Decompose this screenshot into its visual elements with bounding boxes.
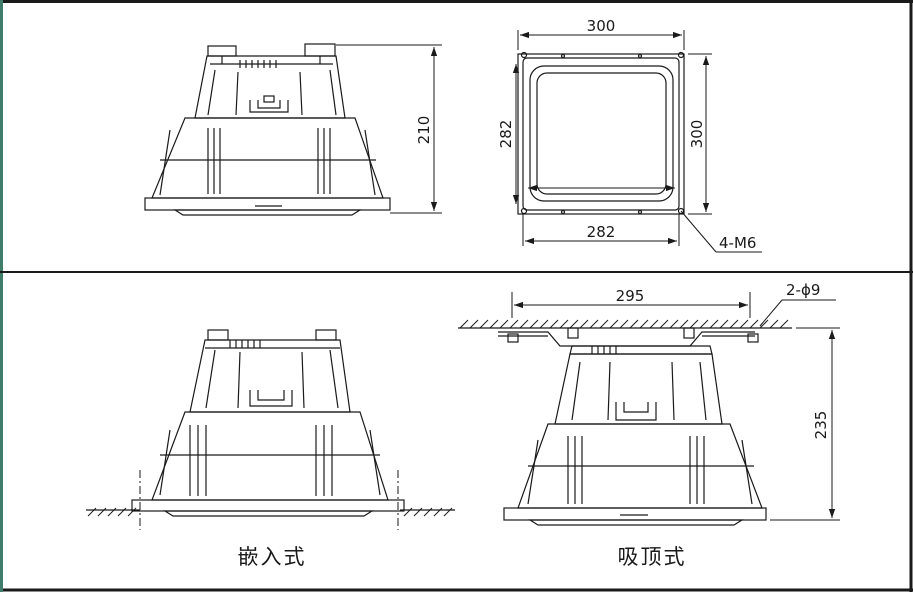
bolt-callout-label: 4-M6	[719, 234, 756, 252]
dim-label-282-left: 282	[497, 120, 515, 149]
dim-label-282-bottom: 282	[587, 223, 616, 241]
embedded-ceiling-hatch	[87, 507, 453, 517]
dim-label-235: 235	[812, 411, 830, 440]
dim-label-300-right: 300	[688, 120, 706, 149]
ceiling-mount-caption: 吸顶式	[618, 545, 687, 569]
dim-label-300-top: 300	[587, 17, 616, 35]
ceiling-hatch	[459, 319, 789, 329]
ceiling-mount-view	[458, 292, 840, 526]
embedded-side-view	[144, 43, 442, 216]
embedded-mount-view	[86, 329, 455, 530]
dim-label-210: 210	[415, 116, 433, 145]
hole-callout-label: 2-ϕ9	[786, 281, 820, 299]
embedded-mount-caption: 嵌入式	[238, 545, 307, 569]
dim-label-295: 295	[616, 287, 645, 305]
top-view	[517, 30, 762, 253]
